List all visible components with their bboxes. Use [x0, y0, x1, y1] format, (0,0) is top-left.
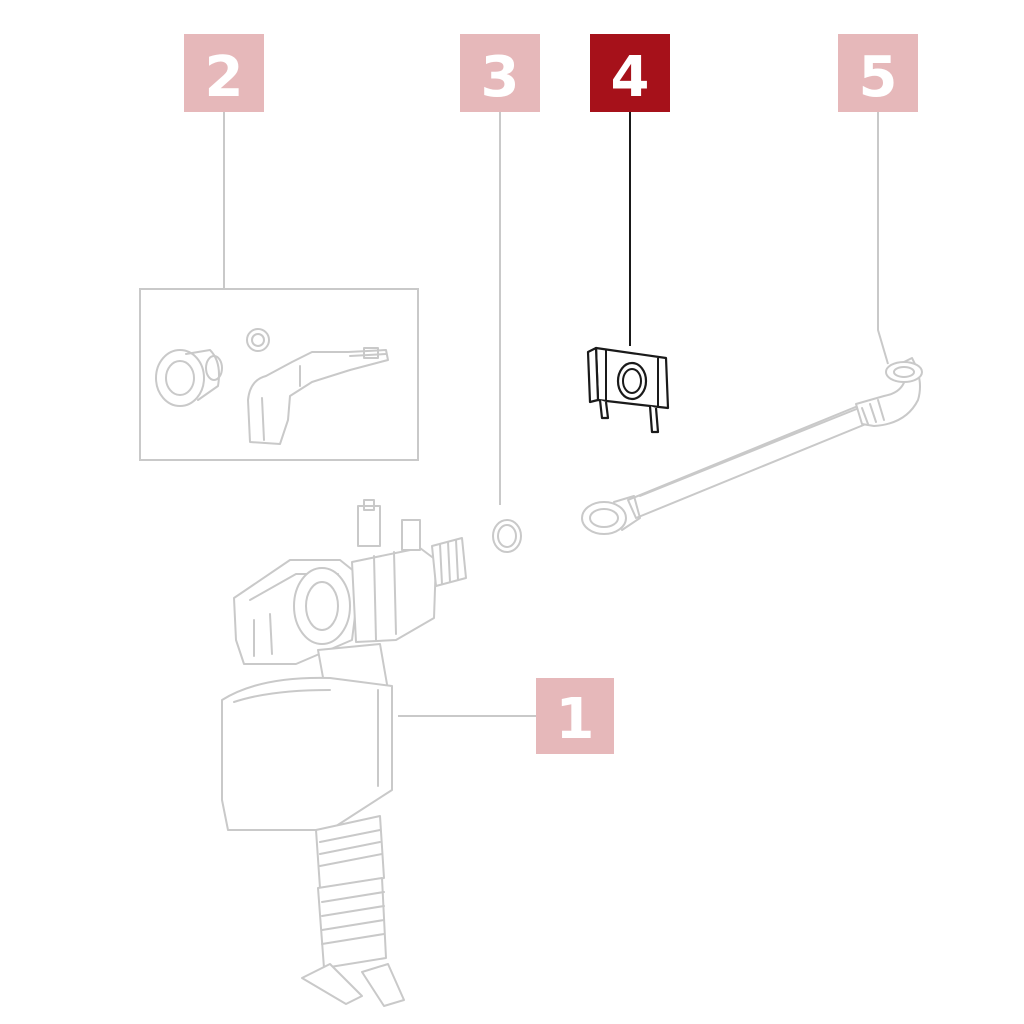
callout-number-5: 5 [859, 45, 898, 110]
callout-number-3: 3 [481, 45, 520, 110]
callout-badge-2 [184, 34, 264, 112]
callout-badge-4 [590, 34, 670, 112]
callout-badge-5 [838, 34, 918, 112]
part-3-o-ring[interactable] [492, 519, 522, 553]
callout-1[interactable]: 1 [536, 678, 614, 754]
part-2-kit-frame [139, 288, 419, 461]
small-ring-inner-icon [251, 333, 265, 347]
leader-line-5 [877, 112, 889, 365]
callout-number-4: 4 [611, 45, 650, 110]
part-2-kit[interactable] [139, 288, 419, 461]
callout-2[interactable]: 2 [184, 34, 264, 112]
float-arm-icon [247, 347, 389, 445]
callout-4[interactable]: 4 [590, 34, 670, 112]
part-5-hose[interactable] [581, 357, 923, 535]
callout-number-1: 1 [556, 687, 595, 752]
small-ring-icon [246, 328, 270, 352]
callout-badge-3 [460, 34, 540, 112]
callout-number-2: 2 [205, 45, 244, 110]
callout-3[interactable]: 3 [460, 34, 540, 112]
part-1-fill-valve[interactable] [221, 499, 467, 1007]
bushing-icon [155, 349, 223, 407]
callout-5[interactable]: 5 [838, 34, 918, 112]
callout-badge-1 [536, 678, 614, 754]
part-4-clip[interactable] [586, 346, 670, 434]
